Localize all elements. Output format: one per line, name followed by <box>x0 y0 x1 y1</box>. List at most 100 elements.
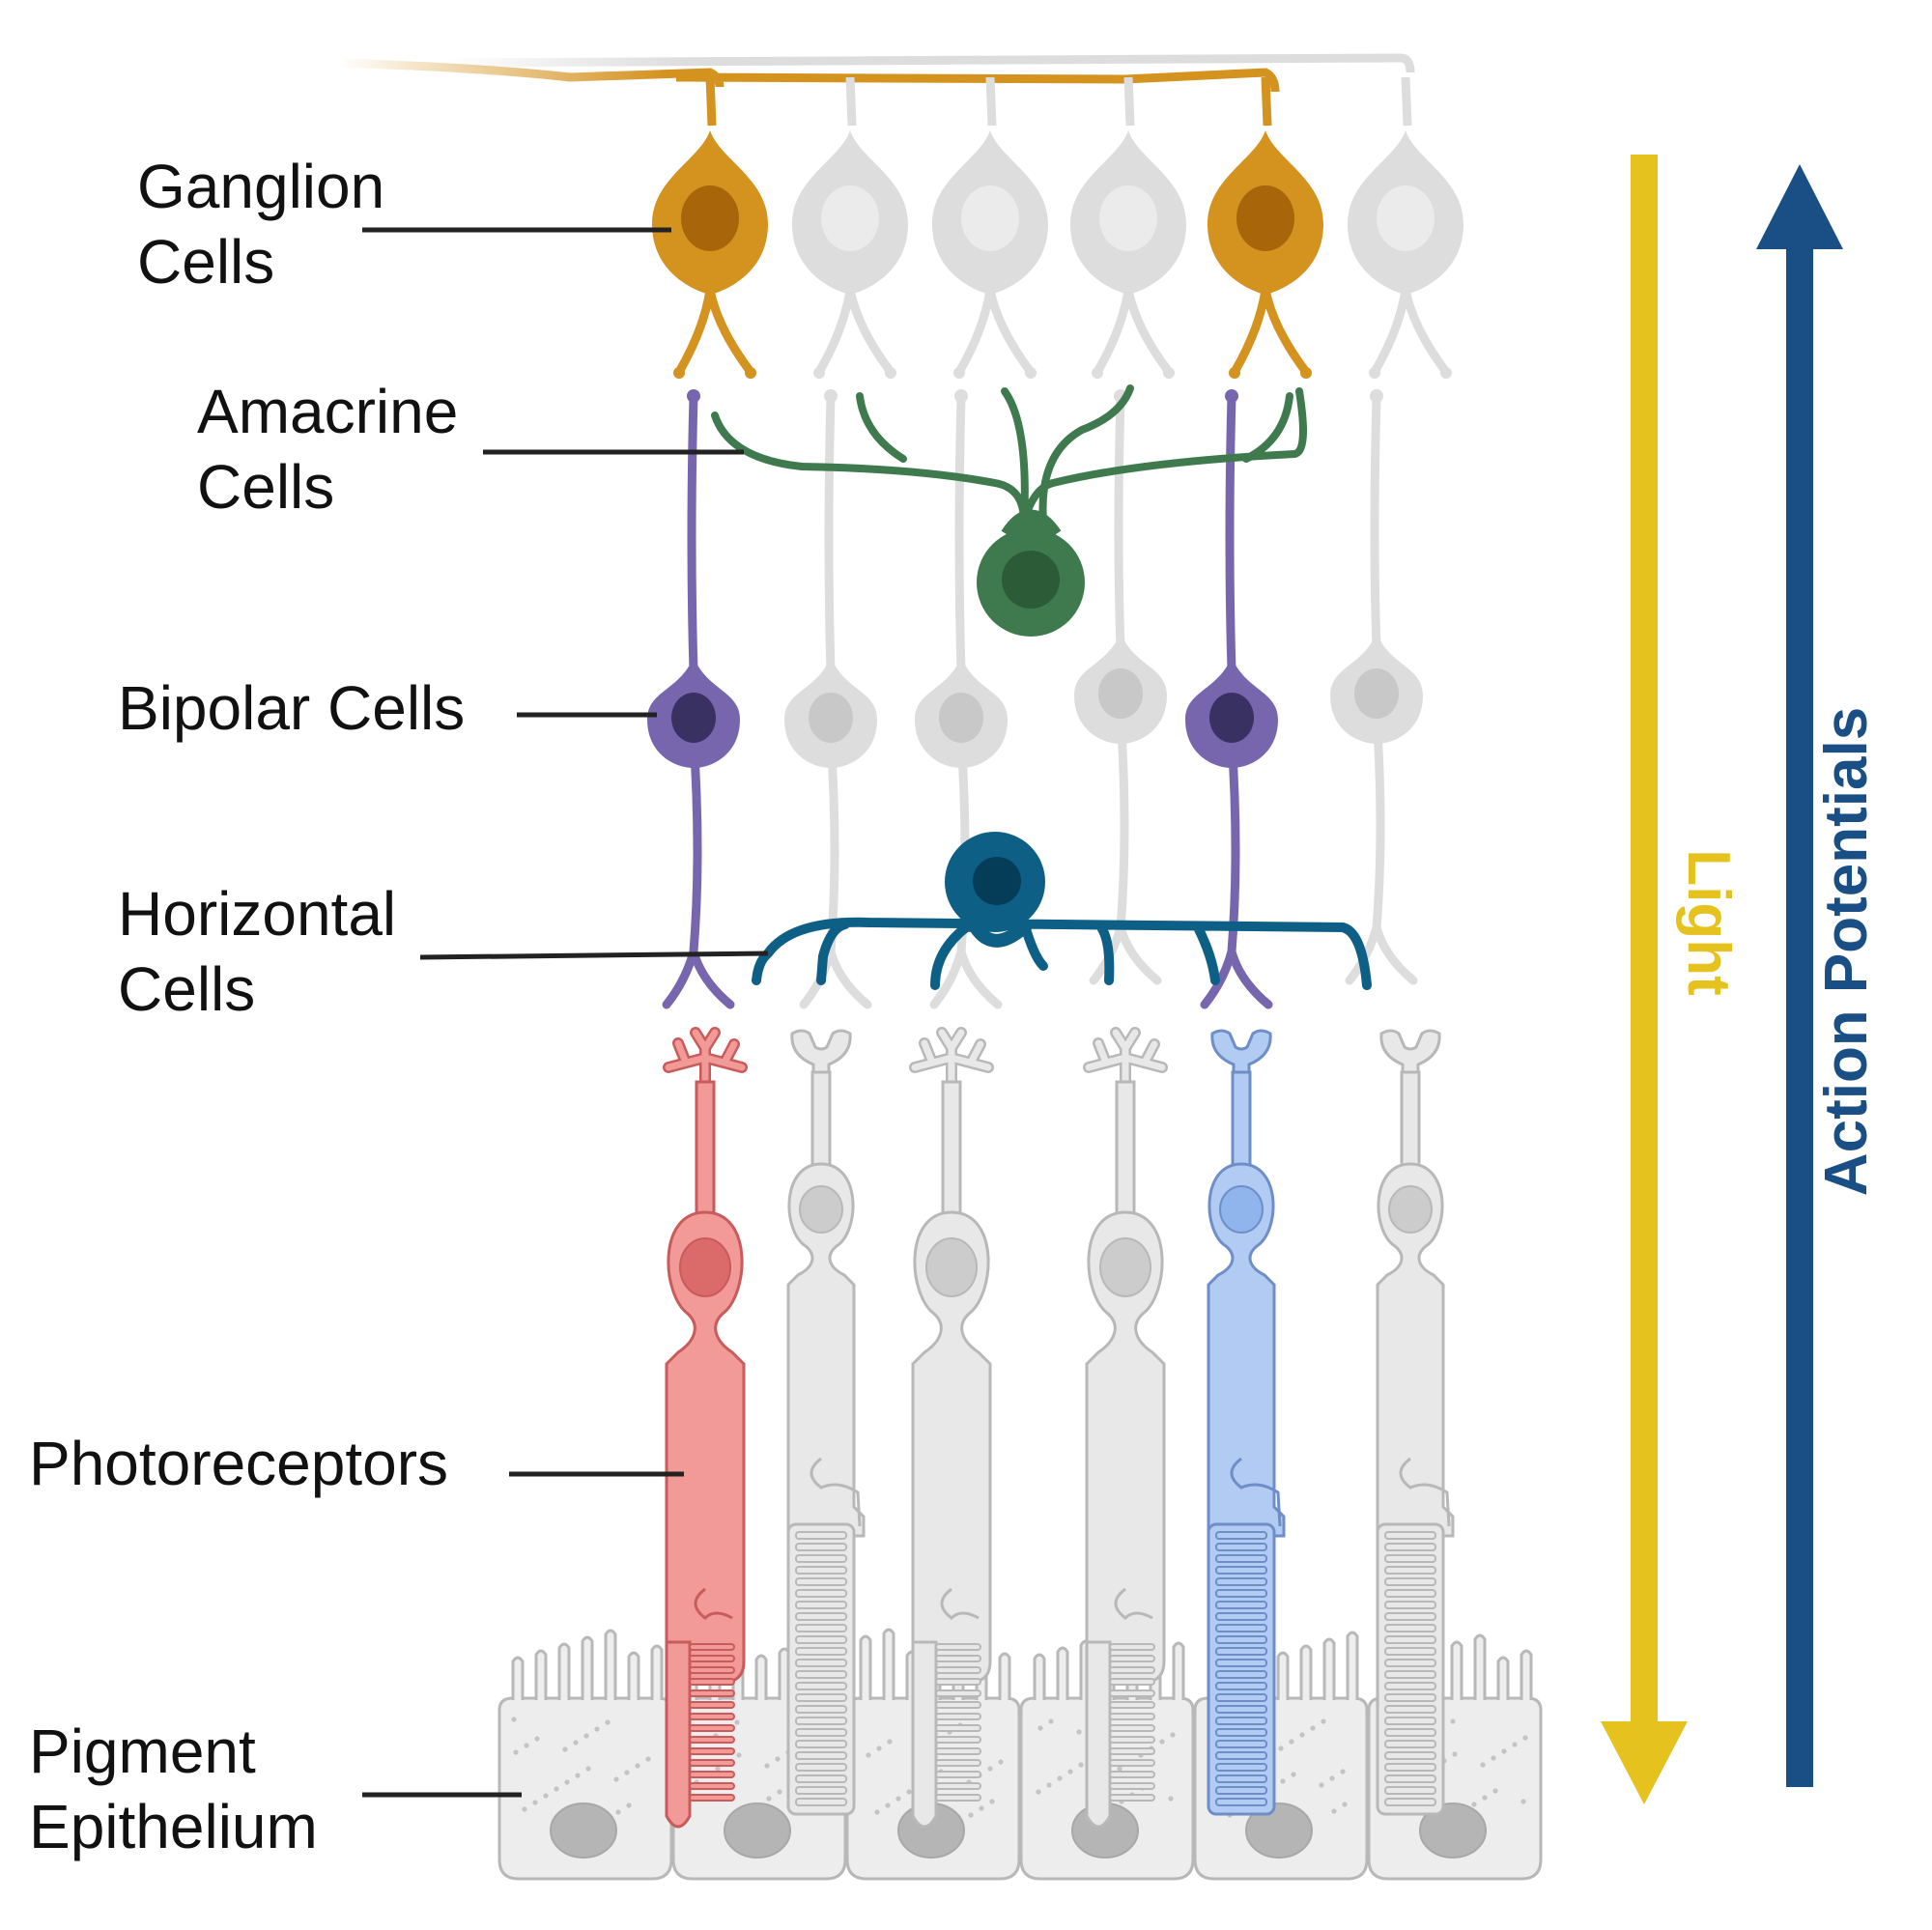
disc <box>795 1531 847 1540</box>
microvillus <box>1172 1641 1185 1700</box>
microvillus <box>882 1628 895 1700</box>
rod-cell-red <box>663 1027 748 1829</box>
pigment-granule <box>1289 1739 1294 1745</box>
cone-cell-grey <box>786 1029 866 1816</box>
disc <box>1384 1786 1436 1795</box>
pigment-granule <box>615 1809 621 1815</box>
cell-body <box>911 1210 992 1683</box>
disc <box>795 1717 847 1725</box>
disc <box>1215 1624 1267 1632</box>
dendrite-tip <box>885 367 896 379</box>
pigment-granule <box>715 1766 721 1772</box>
action-potentials-arrow: Action Potentials <box>1756 164 1880 1787</box>
dendrite-tip <box>824 389 838 403</box>
pigment-granule <box>1491 1755 1496 1761</box>
disc <box>795 1705 847 1714</box>
disc <box>1109 1794 1155 1802</box>
amacrine-neck <box>1001 509 1062 542</box>
disc <box>689 1782 735 1790</box>
epithelium-cell <box>497 1629 673 1881</box>
disc <box>935 1771 981 1778</box>
bipolar-cell-grey <box>1330 389 1423 985</box>
disc <box>1384 1740 1436 1748</box>
action-arrow-shaft <box>1786 241 1813 1787</box>
pigment-granule <box>1159 1739 1165 1745</box>
disc <box>795 1786 847 1795</box>
disc <box>1215 1659 1267 1667</box>
pigment-granule <box>895 1796 901 1802</box>
pigment-granule <box>1471 1802 1477 1807</box>
dendrite <box>954 391 966 676</box>
nucleus <box>799 1185 843 1234</box>
microvillus <box>1496 1656 1510 1700</box>
dendrite-tip <box>1369 367 1380 379</box>
microvillus <box>1276 1651 1290 1700</box>
disc <box>689 1713 735 1720</box>
action-potentials-label: Action Potentials <box>1813 707 1880 1196</box>
pigment-granule <box>1299 1732 1305 1738</box>
disc <box>795 1624 847 1632</box>
disc <box>1384 1798 1436 1806</box>
pigment-granule <box>1310 1725 1316 1731</box>
cilium <box>940 1587 980 1620</box>
leader-line-horizontal <box>419 951 769 960</box>
pigment-granule <box>645 1756 651 1762</box>
synaptic-terminal <box>1210 1029 1272 1076</box>
horizontal-cell <box>752 832 1372 990</box>
disc <box>1215 1763 1267 1772</box>
pigment-label: Pigment Epithelium <box>29 1717 318 1861</box>
horizontal-cell-processes <box>752 917 1372 990</box>
ganglion-cell-orange <box>652 76 768 379</box>
disc <box>1215 1786 1267 1795</box>
pigment-granule <box>1520 1799 1526 1804</box>
nucleus <box>821 185 879 251</box>
ganglion-cell-grey <box>1348 76 1463 379</box>
cilium <box>1399 1457 1451 1527</box>
microvillus <box>650 1644 664 1700</box>
horizontal-label: Horizontal Cells <box>118 879 413 1024</box>
dendrite-tip <box>1370 389 1383 403</box>
bipolar-cell-purple <box>1185 389 1278 1009</box>
disc <box>795 1554 847 1563</box>
axon <box>1400 1070 1421 1176</box>
pigment-granule <box>876 1746 882 1751</box>
rod-cell-grey <box>1083 1027 1168 1829</box>
disc <box>1384 1635 1436 1644</box>
disc <box>1109 1736 1155 1744</box>
dendrites <box>954 285 1036 377</box>
pigment-granule <box>594 1726 600 1732</box>
disc <box>935 1794 981 1802</box>
axon <box>985 76 997 127</box>
pigment-granule <box>989 1799 995 1804</box>
disc <box>1109 1771 1155 1778</box>
pigment-granule <box>777 1789 782 1795</box>
disc <box>1384 1682 1436 1690</box>
nucleus <box>1098 668 1143 719</box>
pigment-granule <box>1037 1725 1043 1731</box>
disc <box>689 1689 735 1697</box>
cell-body <box>665 1210 746 1683</box>
microvillus <box>1033 1653 1046 1700</box>
cilium <box>694 1587 733 1620</box>
disc <box>1384 1728 1436 1737</box>
microvillus <box>998 1652 1011 1700</box>
pigment-granule <box>906 1789 912 1795</box>
dendrite-tip <box>687 389 700 403</box>
photoreceptors-label: Photoreceptors <box>29 1429 448 1498</box>
pigment-granule <box>998 1759 1004 1765</box>
disc <box>1384 1717 1436 1725</box>
cell-body <box>786 1162 866 1538</box>
disc <box>795 1612 847 1621</box>
dendrite <box>1225 391 1236 676</box>
dendrite <box>687 391 698 676</box>
disc <box>1215 1531 1267 1540</box>
disc <box>1215 1601 1267 1609</box>
disc <box>689 1666 735 1674</box>
cell-body <box>1376 1162 1455 1538</box>
disc <box>935 1747 981 1755</box>
disc <box>689 1736 735 1744</box>
dendrite-tip <box>954 389 968 403</box>
pigment-granule <box>511 1717 517 1722</box>
disc <box>689 1678 735 1686</box>
pigment-granule <box>1329 1775 1335 1781</box>
